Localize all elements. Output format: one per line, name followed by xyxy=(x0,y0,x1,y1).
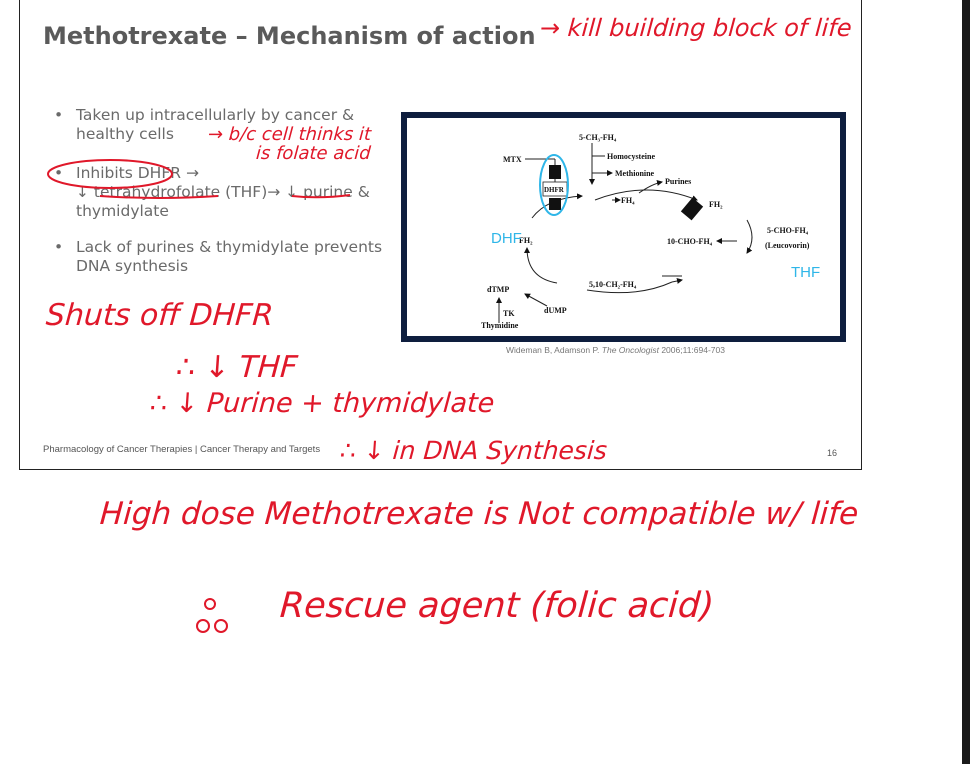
bullet-line: thymidylate xyxy=(76,202,169,220)
bullet-item: Lack of purines & thymidylate prevents D… xyxy=(50,238,390,276)
tetrahydrofolate-underline xyxy=(99,195,219,199)
bullet-line: Taken up intracellularly by cancer & xyxy=(76,106,355,124)
handwritten-bullet-note-1: → b/c cell thinks it xyxy=(207,124,372,145)
handwritten-rescue-agent: Rescue agent (folic acid) xyxy=(278,586,716,626)
enzyme-block xyxy=(680,197,704,221)
label-10-cho-fh4: 10-CHO-FH₄ xyxy=(667,237,713,246)
label-dtmp: dTMP xyxy=(487,285,509,294)
label-dump: dUMP xyxy=(544,306,567,315)
label-tk: TK xyxy=(503,309,515,318)
handwritten-therefore-purine: ∴ ↓ Purine + thymidylate xyxy=(148,388,496,419)
handwritten-therefore-dna: ∴ ↓ in DNA Synthesis xyxy=(338,436,609,465)
label-cho-fh4: 5-CHO-FH₄ xyxy=(767,226,809,235)
folate-pathway-diagram: 5-CH₃-FH₄ Homocysteine Methionine Purine… xyxy=(481,133,810,330)
handwritten-bullet-note-2: is folate acid xyxy=(255,143,372,164)
slide-footer: Pharmacology of Cancer Therapies | Cance… xyxy=(43,444,321,455)
handwritten-title-arrow xyxy=(0,0,1,1)
folate-pathway-figure: 5-CH₃-FH₄ Homocysteine Methionine Purine… xyxy=(401,112,846,342)
label-homocysteine: Homocysteine xyxy=(607,152,655,161)
page-number: 16 xyxy=(827,448,838,458)
handwritten-therefore-thf: ∴ ↓ THF xyxy=(174,350,299,385)
window-edge xyxy=(962,0,970,764)
handwritten-title-note: → kill building block of life xyxy=(539,14,853,42)
handwritten-high-dose: High dose Methotrexate is Not compatible… xyxy=(98,496,860,532)
label-fh2-right: FH₂ xyxy=(709,200,723,209)
dhfr-block-top xyxy=(549,165,561,179)
figure-citation: Wideman B, Adamson P. The Oncologist 200… xyxy=(506,345,725,355)
citation-ref: 2006;11:694-703 xyxy=(661,345,725,355)
dhf-annotation: DHF xyxy=(491,230,522,247)
purine-underline xyxy=(291,194,351,199)
dhfr-circle-annotation xyxy=(539,154,569,216)
thf-annotation: THF xyxy=(791,264,821,281)
label-ch3fh4: 5-CH₃-FH₄ xyxy=(579,133,617,142)
handwritten-shuts-off: Shuts off DHFR xyxy=(44,298,275,333)
label-dhfr: DHFR xyxy=(544,186,565,194)
therefore-dots-icon xyxy=(196,598,228,633)
label-fh2-left: FH₂ xyxy=(519,236,533,245)
citation-journal: The Oncologist xyxy=(601,345,659,355)
inhibits-dhfr-circle xyxy=(47,159,173,189)
bullet-line: DNA synthesis xyxy=(76,257,189,275)
label-mtx: MTX xyxy=(503,155,522,164)
slide-title: Methotrexate – Mechanism of action xyxy=(43,22,536,50)
bullet-line: Lack of purines & thymidylate prevents xyxy=(76,238,383,256)
bullet-line: healthy cells xyxy=(76,125,174,143)
label-fh4: FH₄ xyxy=(621,196,635,205)
slide: Methotrexate – Mechanism of action Taken… xyxy=(19,0,862,470)
label-purines: Purines xyxy=(665,177,691,186)
citation-authors: Wideman B, Adamson P. xyxy=(506,345,600,355)
label-ch2fh4: 5,10-CH₂-FH₄ xyxy=(589,280,637,289)
label-leucovorin: (Leucovorin) xyxy=(765,241,810,250)
label-methionine: Methionine xyxy=(615,169,655,178)
label-thymidine: Thymidine xyxy=(481,321,519,330)
dhfr-block-bottom xyxy=(549,198,561,210)
bullet-item: Taken up intracellularly by cancer & hea… xyxy=(50,106,390,144)
